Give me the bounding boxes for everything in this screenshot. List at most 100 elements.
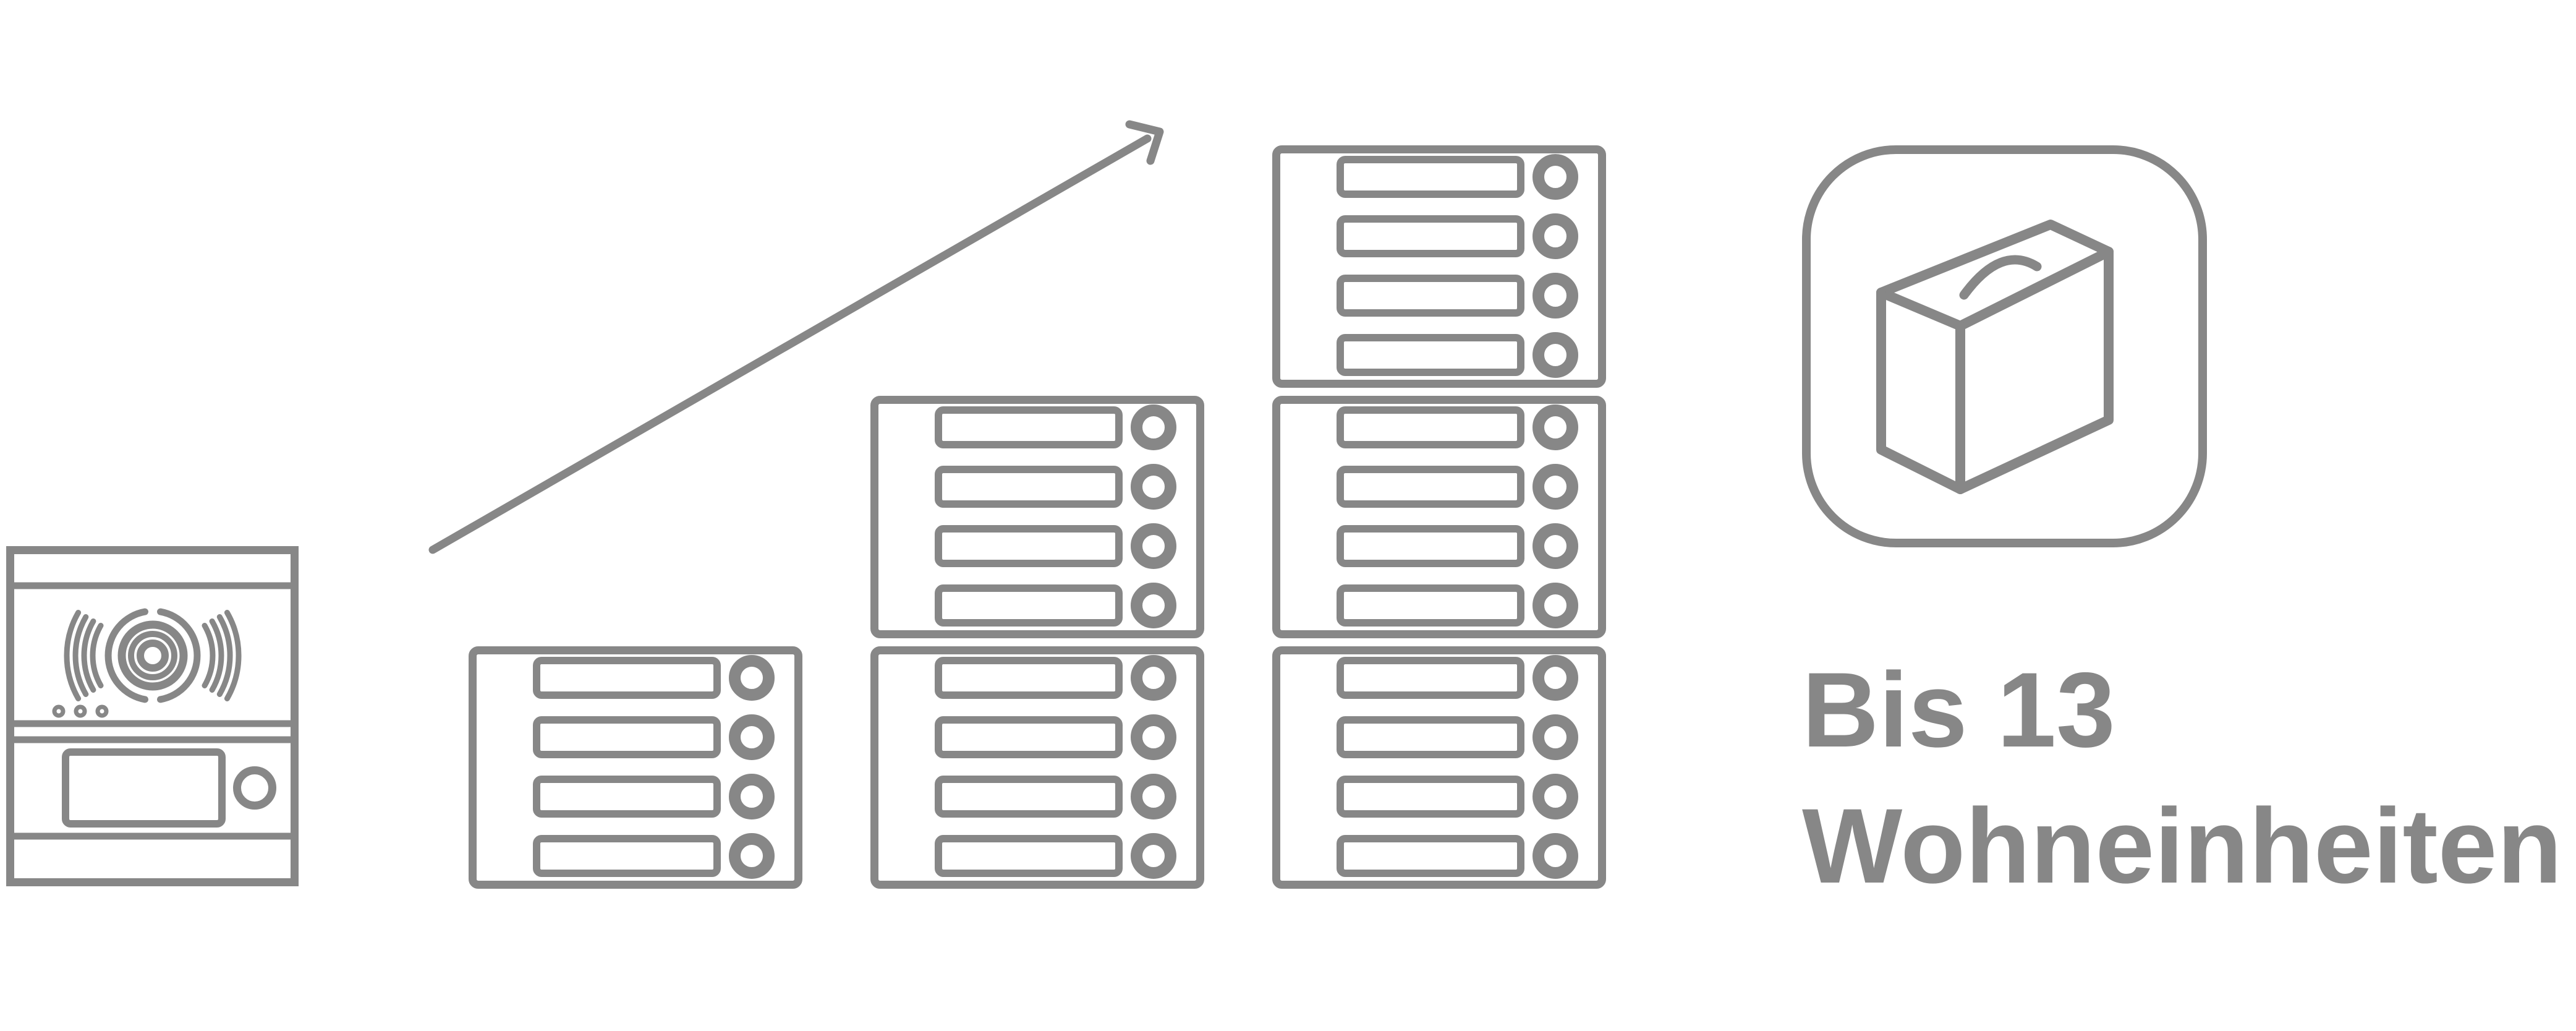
bell-button: [1131, 655, 1176, 701]
nameplate-field: [935, 716, 1123, 758]
speaker-arc: [157, 608, 201, 703]
bell-button: [1532, 714, 1578, 760]
badge-frame: [1802, 145, 2207, 547]
bell-button: [1532, 154, 1578, 200]
nameplate-field: [1337, 406, 1524, 448]
status-leds: [52, 704, 109, 718]
bell-button: [1131, 404, 1176, 450]
suitcase-left-face: [1876, 288, 1965, 494]
sound-wave-right: [216, 614, 233, 697]
panel-frame: [870, 396, 1204, 638]
bell-button: [1532, 833, 1578, 879]
bell-button: [1532, 655, 1578, 701]
intercom-frame: [6, 546, 299, 886]
button-panel-stacks: [469, 145, 1606, 889]
panel-frame: [1272, 145, 1606, 388]
nameplate-field: [935, 466, 1123, 508]
sound-wave-right: [209, 618, 224, 693]
bell-button: [729, 655, 775, 701]
button-panel-stack: [469, 646, 802, 889]
led-dot: [52, 704, 66, 718]
bell-button: [1131, 833, 1176, 879]
nameplate-field: [533, 835, 721, 877]
nameplate-field: [935, 406, 1123, 448]
bell-button: [729, 714, 775, 760]
nameplate-field: [935, 835, 1123, 877]
button-panel-module: [469, 646, 802, 889]
growth-arrow-icon: [428, 120, 1164, 554]
nameplate-field: [935, 657, 1123, 699]
intercom-call-button: [233, 766, 276, 810]
bell-button: [1532, 332, 1578, 378]
sound-wave-left: [72, 614, 89, 697]
speaker-icon: [64, 608, 242, 703]
button-panel-stack: [870, 396, 1204, 889]
bell-button: [1131, 523, 1176, 569]
nameplate-field: [1337, 334, 1524, 376]
nameplate-field: [935, 776, 1123, 818]
nameplate-field: [533, 776, 721, 818]
nameplate-field: [1337, 716, 1524, 758]
headline-line-1: Bis 13: [1802, 651, 2115, 769]
intercom-station-icon: [6, 546, 299, 886]
button-panel-module: [1272, 646, 1606, 889]
bell-button: [1532, 213, 1578, 259]
sound-wave-left: [90, 623, 104, 688]
nameplate-field: [533, 716, 721, 758]
arrow-head: [1125, 120, 1164, 165]
speaker-core: [137, 640, 169, 672]
button-panel-module: [870, 646, 1204, 889]
bell-button: [1131, 774, 1176, 819]
nameplate-field: [935, 525, 1123, 567]
button-panel-module: [1272, 396, 1606, 638]
arrow-shaft: [428, 134, 1152, 554]
panel-frame: [1272, 396, 1606, 638]
bell-button: [1131, 714, 1176, 760]
sound-wave-right: [202, 623, 216, 688]
sound-wave-left: [64, 610, 82, 701]
button-panel-module: [1272, 145, 1606, 388]
headline: Bis 13 Wohneinheiten: [1802, 642, 2576, 914]
nameplate-field: [1337, 275, 1524, 317]
bell-button: [1532, 404, 1578, 450]
bell-button: [1532, 464, 1578, 510]
nameplate-field: [935, 584, 1123, 627]
nameplate-field: [1337, 835, 1524, 877]
nameplate-field: [1337, 156, 1524, 198]
button-panel-stack: [1272, 145, 1606, 889]
bell-button: [1532, 273, 1578, 319]
nameplate-field: [1337, 525, 1524, 567]
nameplate-field: [1337, 584, 1524, 627]
bell-button: [1532, 774, 1578, 819]
bell-button: [729, 833, 775, 879]
intercom-nameplate: [62, 748, 226, 828]
led-dot: [74, 704, 87, 718]
button-panel-module: [870, 396, 1204, 638]
bell-button: [1532, 583, 1578, 628]
bell-button: [1131, 464, 1176, 510]
suitcase-icon: [1876, 220, 2114, 494]
panel-frame: [469, 646, 802, 889]
bell-button: [1532, 523, 1578, 569]
suitcase-handle: [1959, 255, 2042, 300]
nameplate-field: [1337, 657, 1524, 699]
led-dot: [95, 704, 109, 718]
suitcase-front-face: [1955, 247, 2114, 494]
sound-wave-left: [81, 618, 96, 693]
nameplate-field: [533, 657, 721, 699]
headline-line-2: Wohneinheiten: [1802, 787, 2562, 905]
bell-button: [729, 774, 775, 819]
speaker-ring: [117, 620, 188, 691]
panel-frame: [1272, 646, 1606, 889]
panel-frame: [870, 646, 1204, 889]
nameplate-field: [1337, 466, 1524, 508]
speaker-arc: [104, 608, 148, 703]
sound-wave-right: [224, 610, 242, 701]
suitcase-badge: [1802, 145, 2207, 547]
nameplate-field: [1337, 776, 1524, 818]
speaker-ring: [128, 631, 177, 680]
suitcase-top-face: [1876, 220, 2114, 331]
nameplate-field: [1337, 215, 1524, 257]
